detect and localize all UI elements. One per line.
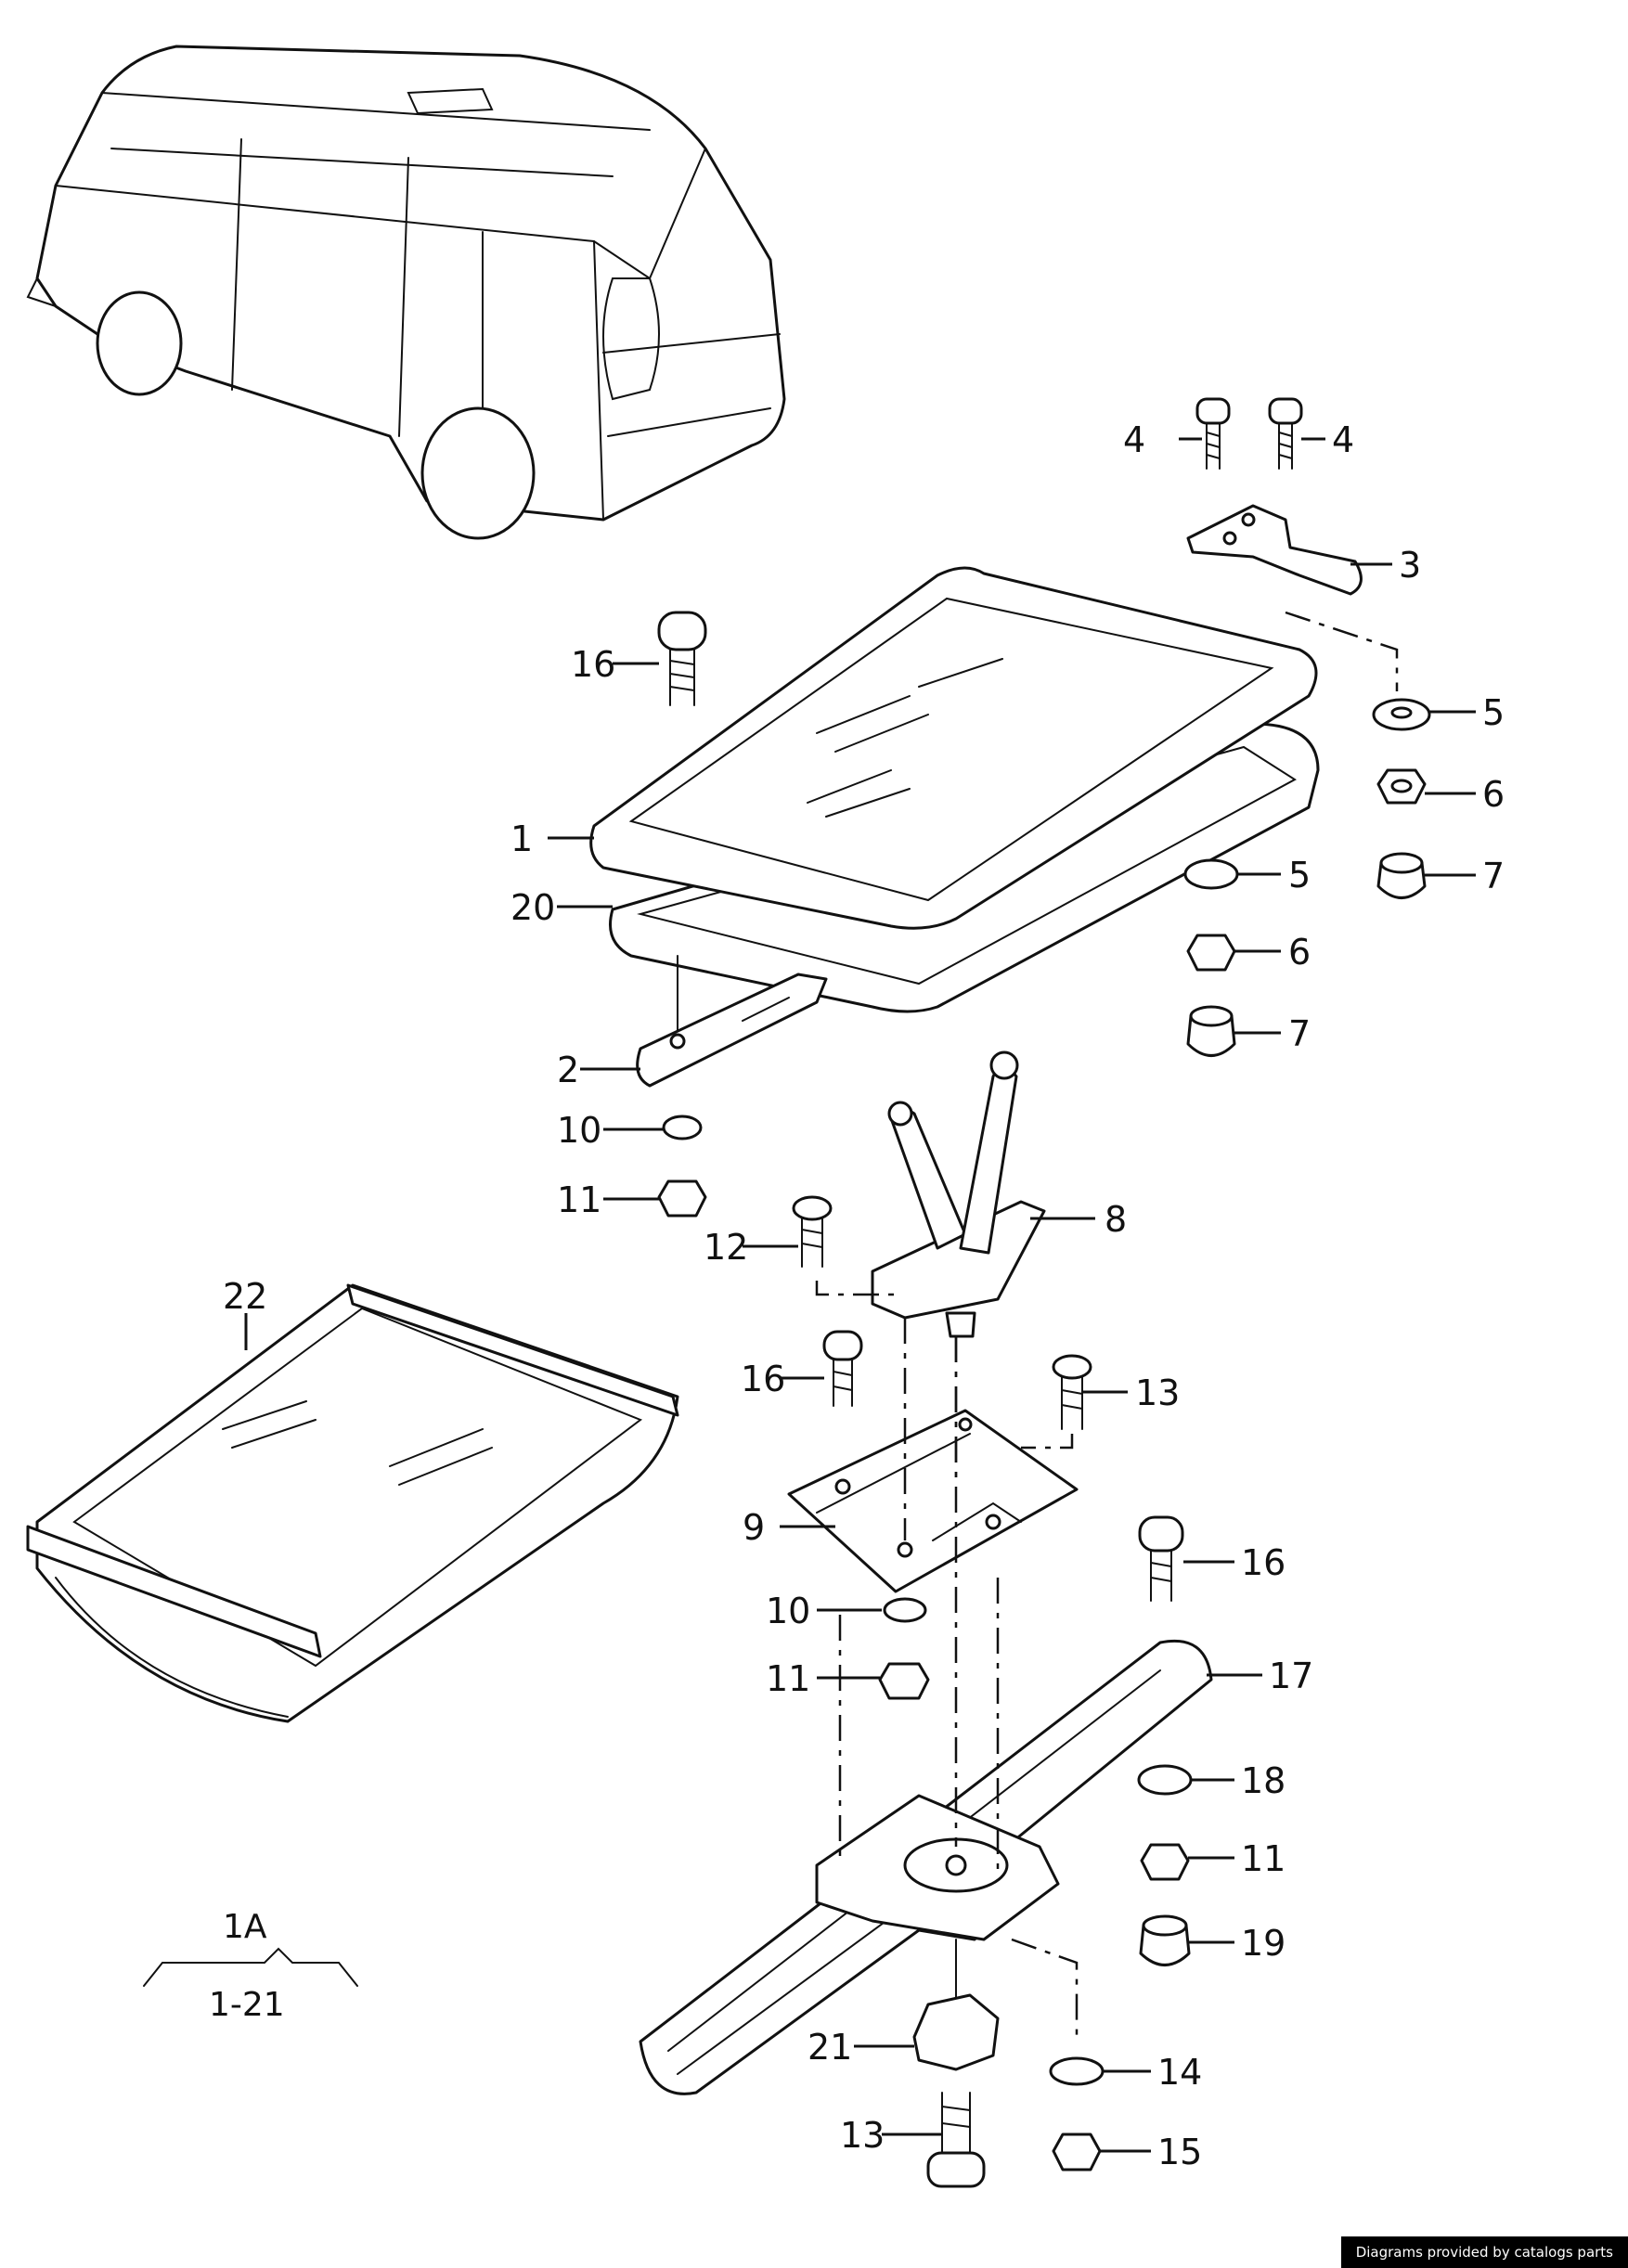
bracket-part-3 (1186, 504, 1363, 596)
callout-17: 17 (1269, 1656, 1313, 1696)
callout-4-left: 4 (1123, 419, 1145, 460)
sunshade-part-22 (26, 1283, 679, 1723)
mounting-plate-part-9 (787, 1409, 1079, 1593)
crank-handle-part-8 (871, 1050, 1046, 1338)
nut-part-6-right (1376, 768, 1427, 805)
credit-badge: Diagrams provided by catalogs parts (1340, 2236, 1628, 2268)
callout-10-lower: 10 (766, 1591, 810, 1631)
screw-part-13-upper (1052, 1354, 1092, 1430)
callout-20: 20 (510, 887, 555, 928)
nut-part-11-lower (1140, 1843, 1190, 1881)
callout-9: 9 (743, 1507, 765, 1548)
reference-bottom: 1-21 (209, 1986, 285, 2024)
callout-10-upper: 10 (557, 1110, 601, 1151)
callout-13-lower: 13 (840, 2115, 885, 2156)
callout-19: 19 (1241, 1923, 1286, 1964)
washer-part-18 (1137, 1764, 1193, 1796)
callout-13-upper: 13 (1135, 1372, 1180, 1413)
callout-2: 2 (557, 1050, 579, 1090)
cap-nut-part-19 (1139, 1914, 1191, 1966)
callout-11-mid: 11 (766, 1658, 810, 1699)
callout-21: 21 (808, 2027, 852, 2068)
leader-lines (244, 437, 1476, 2153)
callout-6-mid: 6 (1288, 932, 1311, 973)
callout-16-lower: 16 (1241, 1542, 1286, 1583)
callout-18: 18 (1241, 1760, 1286, 1801)
cap-nut-part-7-mid (1186, 1005, 1236, 1057)
callout-6-right: 6 (1482, 774, 1505, 815)
knob-part-21 (912, 1993, 1000, 2071)
callout-8: 8 (1105, 1199, 1127, 1240)
sunroof-glass-part-1 (589, 566, 1318, 930)
callout-16-upper: 16 (571, 644, 615, 685)
screw-part-16-upper (657, 611, 707, 706)
callout-14: 14 (1157, 2052, 1202, 2093)
screw-part-12 (792, 1195, 833, 1268)
callout-15: 15 (1157, 2132, 1202, 2172)
washer-part-14 (1049, 2056, 1105, 2086)
callout-1: 1 (510, 818, 533, 859)
callout-labels: 4 4 3 16 5 6 7 1 20 5 6 7 2 10 11 8 12 2… (223, 419, 1505, 2172)
van-illustration (26, 45, 786, 540)
lock-washer-part-10-lower (883, 1597, 927, 1623)
screw-part-4-left (1195, 397, 1231, 470)
nut-part-6-mid (1186, 934, 1236, 972)
callout-11-upper: 11 (557, 1179, 601, 1220)
callout-5-right: 5 (1482, 692, 1505, 733)
washer-part-5-mid (1183, 858, 1239, 890)
callout-22: 22 (223, 1276, 267, 1317)
callout-11-lower: 11 (1241, 1838, 1286, 1879)
reference-top: 1A (223, 1908, 267, 1946)
callout-3: 3 (1399, 545, 1421, 586)
bolt-part-13-lower (926, 2092, 986, 2188)
screw-part-16-lower (1138, 1515, 1184, 1602)
guide-rail-part-2 (636, 973, 828, 1088)
callout-16-mid: 16 (741, 1359, 785, 1399)
washer-part-5-right (1372, 698, 1431, 731)
nut-part-11-upper (657, 1179, 707, 1218)
callout-4-right: 4 (1332, 419, 1354, 460)
nut-part-15 (1052, 2133, 1102, 2171)
cap-nut-part-7-right (1376, 852, 1427, 899)
lock-washer-part-10-upper (662, 1115, 703, 1140)
screw-part-4-right (1268, 397, 1303, 470)
screw-part-16-mid (822, 1330, 863, 1407)
callout-7-right: 7 (1482, 856, 1505, 896)
callout-12: 12 (704, 1227, 748, 1268)
callout-7-mid: 7 (1288, 1013, 1311, 1054)
reference-marker: 1A 1-21 (143, 1908, 358, 2024)
callout-5-mid: 5 (1288, 855, 1311, 896)
nut-part-11-mid (878, 1662, 930, 1700)
